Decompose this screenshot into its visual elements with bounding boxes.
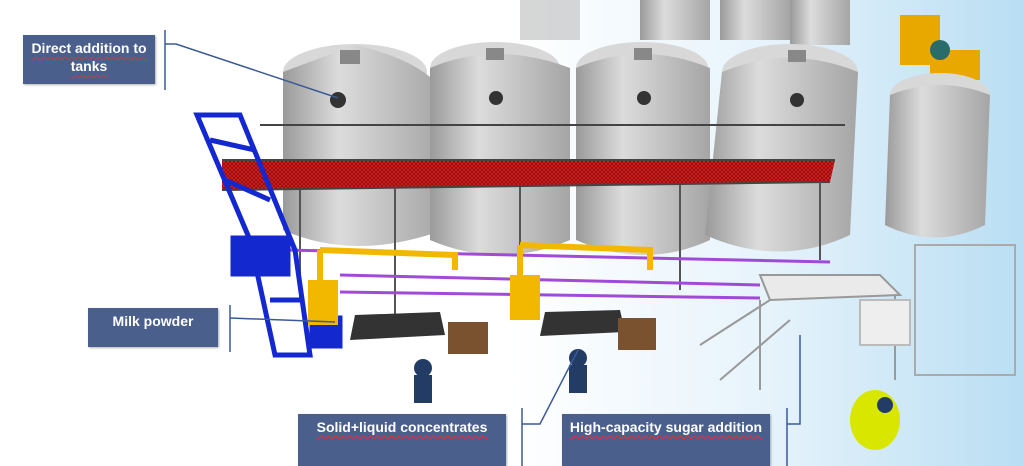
callout-solid-liquid-concentrates: Solid+liquid concentrates bbox=[298, 414, 506, 466]
callout-leaders bbox=[164, 30, 801, 466]
background-tanks bbox=[520, 0, 980, 80]
callout-text: Milk powder bbox=[112, 313, 194, 329]
access-ladder-frame bbox=[193, 112, 343, 358]
process-tanks bbox=[283, 42, 990, 255]
callout-text: Solid+liquid concentrates bbox=[316, 419, 488, 435]
callout-high-capacity-sugar-addition: High-capacity sugar addition bbox=[562, 414, 770, 466]
callout-text: Direct addition to tanks bbox=[31, 40, 147, 74]
dosing-stations bbox=[308, 242, 656, 403]
callout-direct-addition-to-tanks: Direct addition to tanks bbox=[23, 35, 155, 84]
callout-text: High-capacity sugar addition bbox=[569, 419, 763, 435]
callout-milk-powder: Milk powder bbox=[88, 308, 218, 347]
sugar-platform bbox=[699, 244, 1016, 450]
